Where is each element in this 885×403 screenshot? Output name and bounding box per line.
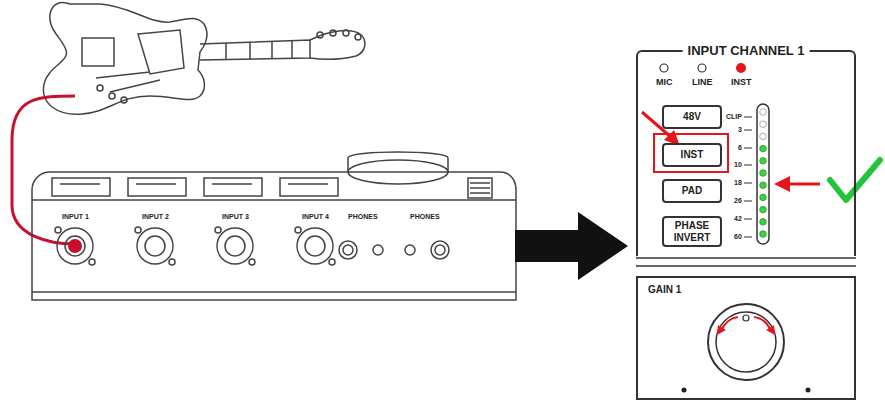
channel-button: PAD (662, 179, 722, 203)
meter-scale: 6 (738, 144, 742, 151)
button-label: PAD (682, 185, 702, 197)
knob-min-dot (682, 388, 687, 393)
meter-led (760, 158, 767, 165)
panel-title: INPUT CHANNEL 1 (683, 43, 810, 59)
led-label: INST (731, 78, 752, 87)
port-label: INPUT 3 (222, 213, 249, 220)
meter-leds (760, 109, 767, 238)
mic-led (660, 64, 668, 72)
meter-led (760, 121, 767, 128)
meter-scale: 42 (734, 215, 742, 222)
button-label: PHASE INVERT (666, 220, 718, 243)
meter-scale: CLIP (726, 113, 742, 120)
port-label: INPUT 2 (142, 213, 169, 220)
pointer-arrow-head (774, 176, 790, 192)
inst-led (736, 63, 746, 73)
port-label: PHONES (348, 213, 378, 220)
cable-plug (68, 239, 82, 253)
meter-led (760, 231, 767, 238)
meter-scale: 60 (734, 233, 742, 240)
button-label: INST (681, 149, 704, 161)
button-label: 48V (683, 111, 701, 123)
meter-led (760, 133, 767, 140)
meter-ticks (744, 117, 752, 237)
meter-scale: 3 (738, 126, 742, 133)
meter-scale: 18 (734, 179, 742, 186)
gain-knob-inner (716, 312, 776, 372)
meter-scale: 26 (734, 197, 742, 204)
channel-button: 48V (662, 105, 722, 129)
level-meter (757, 104, 769, 244)
port-label: INPUT 4 (302, 213, 329, 220)
section-title: GAIN 1 (648, 284, 681, 295)
turn-arrow-head (717, 325, 726, 335)
port-label: PHONES (410, 213, 440, 220)
meter-led (760, 182, 767, 189)
instrument-cable (12, 96, 75, 244)
meter-led (760, 145, 767, 152)
meter-led (760, 170, 767, 177)
separator (636, 258, 856, 266)
bass-guitar (43, 2, 364, 114)
line-led (698, 64, 706, 72)
meter-scale: 10 (734, 161, 742, 168)
audio-interface (32, 152, 516, 300)
meter-led (760, 109, 767, 116)
channel-button: PHASE INVERT (662, 216, 722, 247)
meter-led (760, 206, 767, 213)
turn-arrow-head (766, 325, 775, 335)
meter-led (760, 219, 767, 226)
pointer-arrow (786, 183, 820, 186)
led-label: MIC (656, 78, 673, 87)
gain-knob (708, 304, 784, 380)
gain-section: GAIN 1 (636, 276, 856, 400)
flow-arrow (515, 212, 628, 280)
port-label: INPUT 1 (62, 213, 89, 220)
led-label: LINE (692, 78, 713, 87)
knob-pointer (743, 315, 749, 321)
meter-led (760, 194, 767, 201)
knob-max-dot (806, 388, 811, 393)
channel-button: INST (662, 143, 722, 167)
